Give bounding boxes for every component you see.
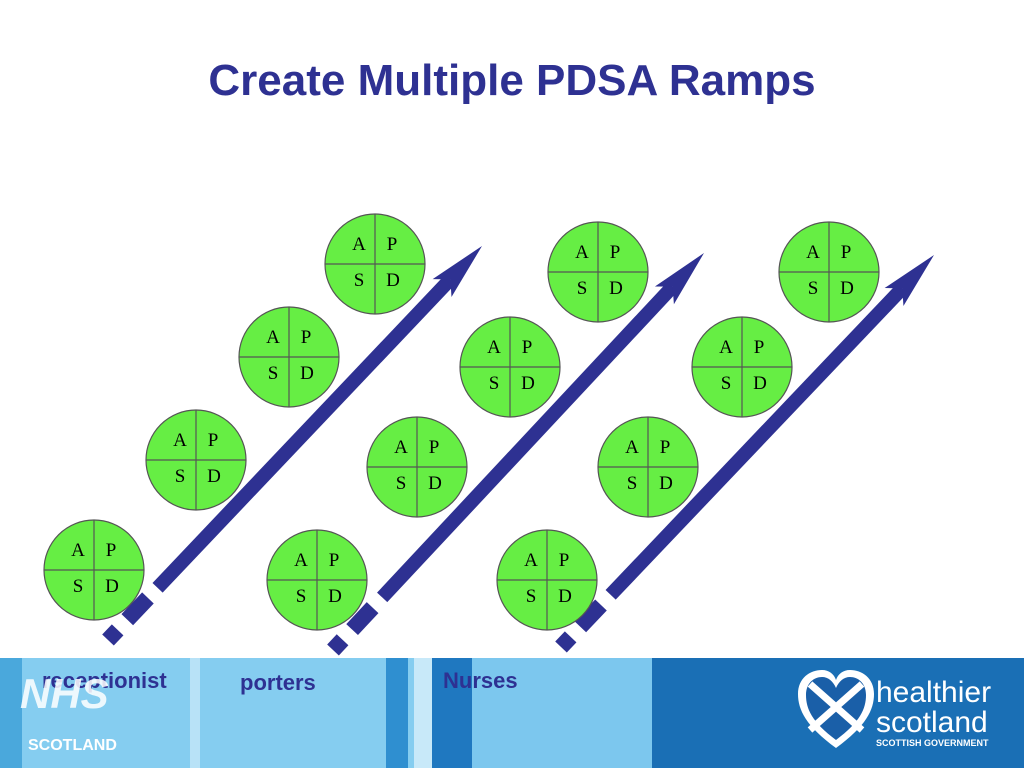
pdsa-act-label: A <box>625 437 639 458</box>
svg-text:scotland: scotland <box>876 706 988 739</box>
pdsa-do-label: D <box>753 373 767 394</box>
pdsa-study-label: S <box>489 373 500 394</box>
pdsa-act-label: A <box>524 550 538 571</box>
pdsa-study-label: S <box>721 373 732 394</box>
pdsa-do-label: D <box>840 278 854 299</box>
svg-text:healthier: healthier <box>876 676 991 709</box>
pdsa-act-label: A <box>806 242 820 263</box>
pdsa-plan-label: P <box>522 337 533 358</box>
pdsa-do-label: D <box>300 363 314 384</box>
ramp-tail-segment <box>574 599 607 633</box>
ramp-arrow-head <box>432 246 482 298</box>
pdsa-do-label: D <box>609 278 623 299</box>
svg-text:SCOTTISH GOVERNMENT: SCOTTISH GOVERNMENT <box>876 738 989 748</box>
ramp-arrow-shaft <box>605 283 908 600</box>
pdsa-study-label: S <box>526 586 537 607</box>
ramp-tail-segment <box>346 602 379 636</box>
pdsa-plan-label: P <box>660 437 671 458</box>
ramp-tail-segment <box>102 624 124 646</box>
ramp-arrow-shaft <box>152 274 456 593</box>
ramp-arrow-head <box>884 255 934 306</box>
pdsa-plan-label: P <box>754 337 765 358</box>
ramp-label-nurses: Nurses <box>443 668 518 693</box>
pdsa-plan-label: P <box>387 234 398 255</box>
pdsa-study-label: S <box>268 363 279 384</box>
pdsa-do-label: D <box>105 576 119 597</box>
pdsa-act-label: A <box>719 337 733 358</box>
pdsa-study-label: S <box>175 466 186 487</box>
pdsa-act-label: A <box>173 430 187 451</box>
pdsa-do-label: D <box>207 466 221 487</box>
svg-text:SCOTLAND: SCOTLAND <box>28 737 117 754</box>
pdsa-act-label: A <box>294 550 308 571</box>
ramp-label-receptionist: receptionist <box>42 668 167 693</box>
pdsa-study-label: S <box>296 586 307 607</box>
pdsa-plan-label: P <box>208 430 219 451</box>
ramp-tail-segment <box>555 631 577 653</box>
svg-text:NHS: NHS <box>20 670 109 717</box>
pdsa-do-label: D <box>328 586 342 607</box>
pdsa-plan-label: P <box>106 540 117 561</box>
pdsa-act-label: A <box>394 437 408 458</box>
pdsa-study-label: S <box>627 473 638 494</box>
nhs-scotland-logo: NHS SCOTLAND <box>20 670 117 754</box>
pdsa-plan-label: P <box>329 550 340 571</box>
pdsa-study-label: S <box>396 473 407 494</box>
ramp-arrow-shaft <box>377 281 678 603</box>
pdsa-do-label: D <box>386 270 400 291</box>
pdsa-study-label: S <box>577 278 588 299</box>
pdsa-act-label: A <box>575 242 589 263</box>
healthier-scotland-logo: healthier scotland SCOTTISH GOVERNMENT <box>798 670 991 748</box>
page-title: Create Multiple PDSA Ramps <box>208 56 816 105</box>
pdsa-plan-label: P <box>841 242 852 263</box>
pdsa-act-label: A <box>487 337 501 358</box>
pdsa-do-label: D <box>659 473 673 494</box>
pdsa-do-label: D <box>558 586 572 607</box>
ramp-tail-segment <box>121 592 154 626</box>
pdsa-study-label: S <box>808 278 819 299</box>
ramp-label-porters: porters <box>240 670 316 695</box>
pdsa-plan-label: P <box>559 550 570 571</box>
pdsa-act-label: A <box>266 327 280 348</box>
pdsa-study-label: S <box>73 576 84 597</box>
pdsa-study-label: S <box>354 270 365 291</box>
pdsa-do-label: D <box>521 373 535 394</box>
ramp-tail-segment <box>327 634 349 656</box>
pdsa-do-label: D <box>428 473 442 494</box>
pdsa-act-label: A <box>71 540 85 561</box>
pdsa-act-label: A <box>352 234 366 255</box>
pdsa-plan-label: P <box>301 327 312 348</box>
ramp-arrow-head <box>654 253 704 305</box>
pdsa-plan-label: P <box>429 437 440 458</box>
pdsa-plan-label: P <box>610 242 621 263</box>
saltire-heart-icon <box>798 670 874 748</box>
